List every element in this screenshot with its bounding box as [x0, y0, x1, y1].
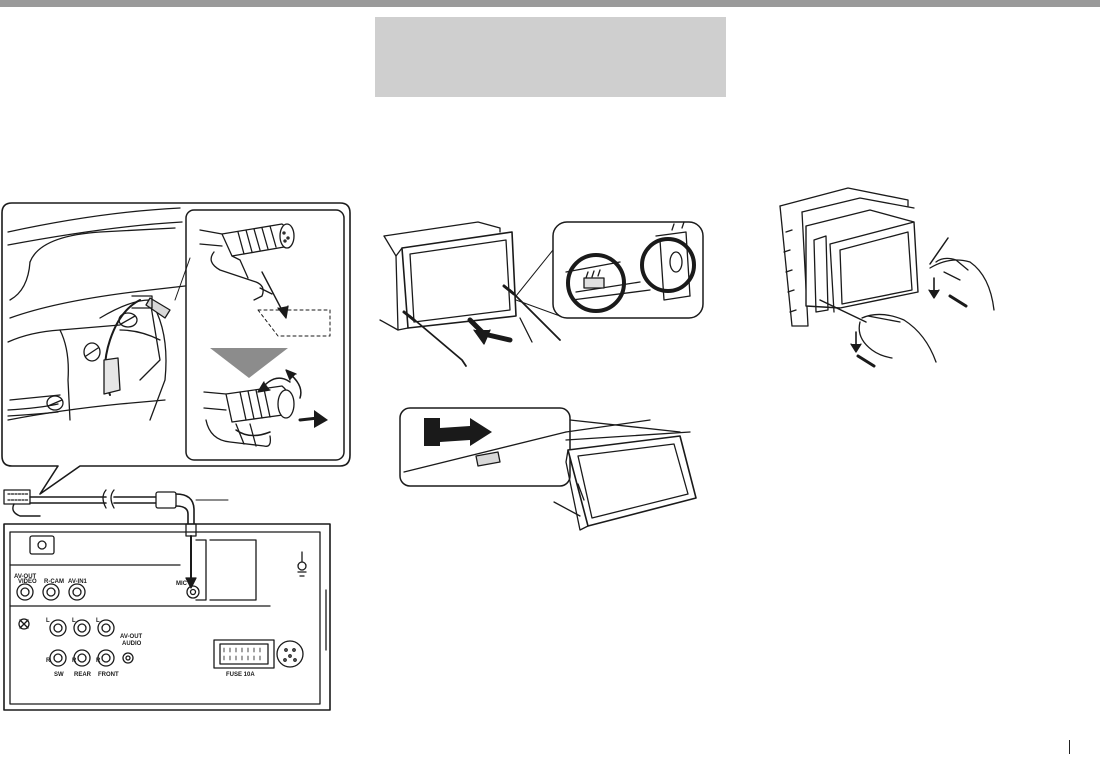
jack-label-l-3: L	[96, 618, 100, 624]
trim-plate-removal-figure	[379, 221, 704, 367]
jack-label-av-out-audio-1: AV-OUT	[120, 634, 143, 640]
top-rule-bar	[0, 0, 1100, 7]
jack-label-r-3: R	[96, 658, 101, 664]
jack-label-video: VIDEO	[18, 579, 37, 585]
callout-frame	[1, 202, 351, 495]
down-arrow-icon	[210, 348, 288, 378]
attach-callout-box	[399, 407, 571, 487]
microphone-bottom	[203, 369, 328, 447]
jack-label-fuse: FUSE 10A	[226, 672, 255, 678]
inset-detail-box	[185, 209, 345, 461]
section-header-box	[375, 17, 726, 97]
jack-label-av-in1: AV-IN1	[68, 579, 88, 585]
unit-removal-figure	[779, 187, 995, 368]
jack-label-front: FRONT	[98, 672, 119, 678]
jack-label-l-1: L	[46, 618, 50, 624]
unit-rear-panel	[3, 523, 331, 711]
trim-plate-attach-figure	[399, 407, 697, 531]
jack-label-r-2: R	[72, 658, 77, 664]
clip-highlight-circle	[566, 253, 626, 313]
jack-label-av-out-audio-2: AUDIO	[122, 641, 142, 647]
microphone-top	[199, 223, 295, 257]
jack-label-r-cam: R-CAM	[44, 579, 64, 585]
jack-label-sw: SW	[54, 672, 64, 678]
jack-label-mic: MIC	[176, 581, 188, 587]
page-number-divider	[1069, 740, 1070, 754]
hole-highlight-circle	[640, 237, 696, 293]
jack-label-rear: REAR	[74, 672, 92, 678]
jack-label-r-1: R	[46, 658, 51, 664]
microphone-installation-figure: AV-OUT VIDEO R-CAM AV-IN1 MIC L L L R R …	[1, 202, 351, 711]
jack-label-av-out: AV-OUT	[14, 574, 37, 580]
mic-cable	[3, 489, 229, 589]
zoom-callout-box	[552, 221, 704, 319]
jack-label-l-2: L	[72, 618, 76, 624]
